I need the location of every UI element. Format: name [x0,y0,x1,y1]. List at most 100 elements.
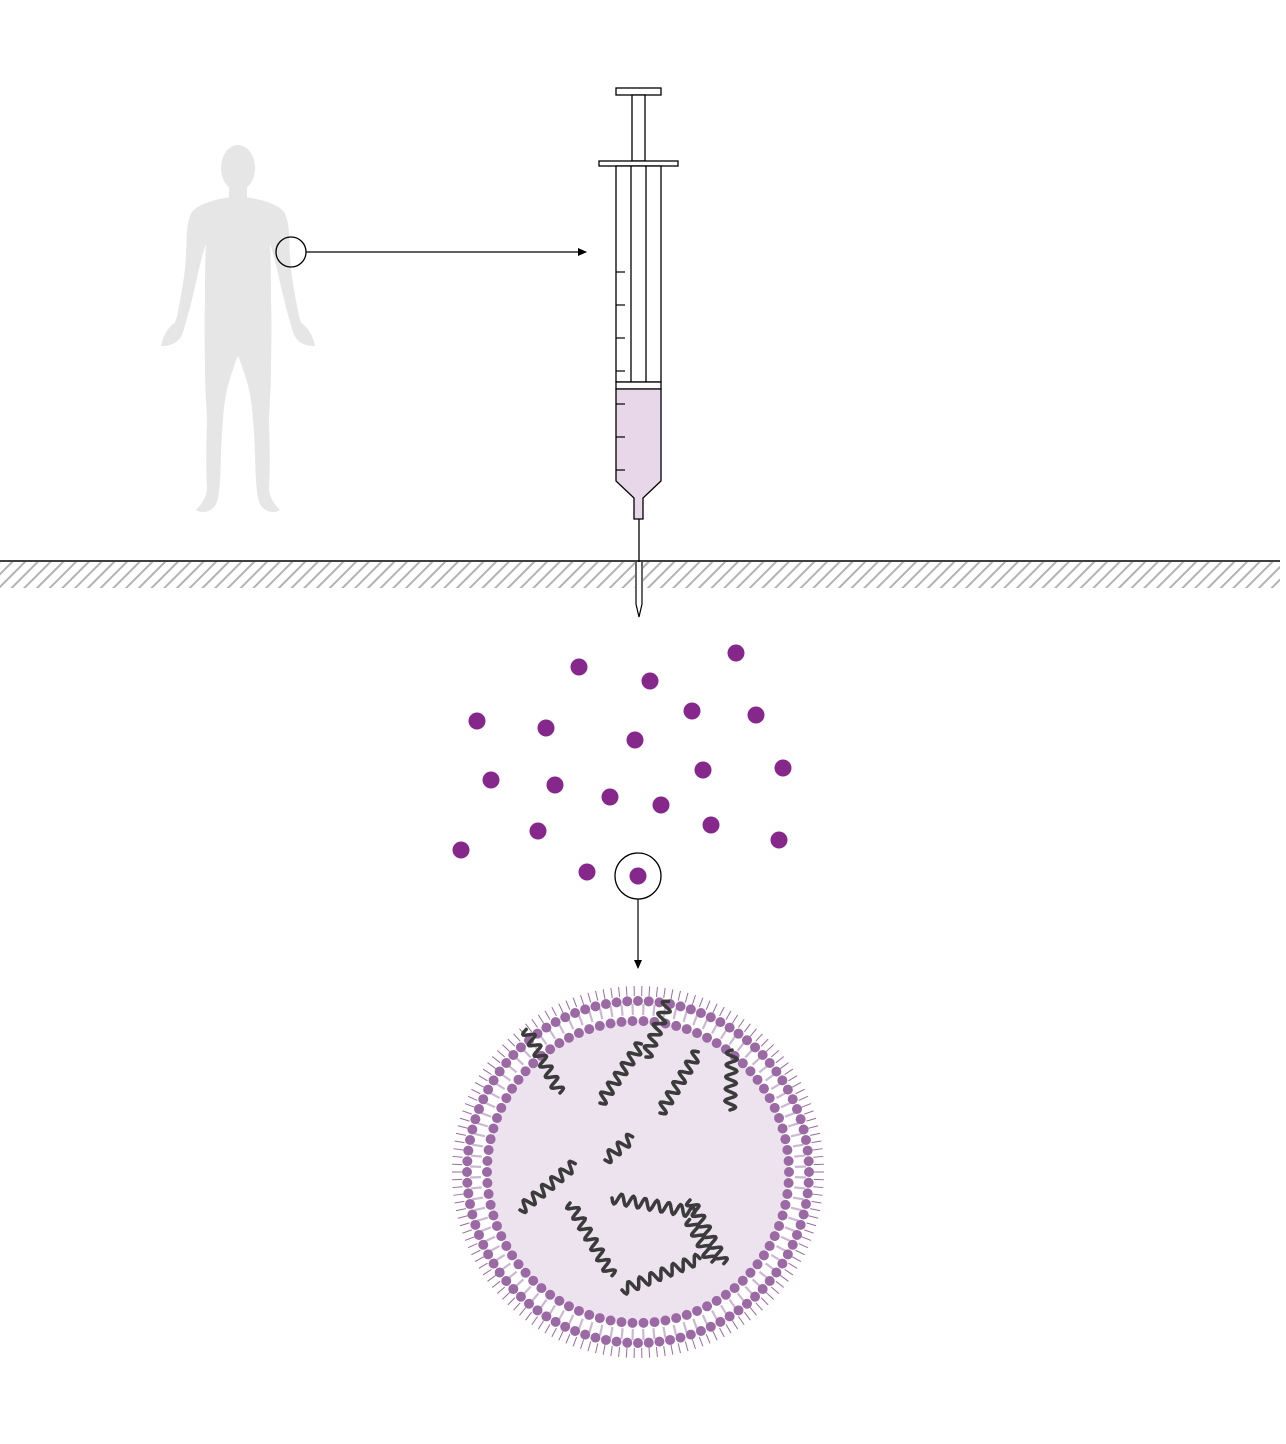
lipid-head-inner [702,1301,713,1312]
surface-spike [788,1262,798,1269]
lipid-head-inner [783,1178,794,1189]
lipid-head-inner [671,1020,682,1031]
lipid-tail [476,1216,489,1222]
surface-spike [491,1056,501,1064]
lipid-head-outer [750,1291,761,1302]
lipid-tail [701,1314,709,1326]
surface-spike [453,1148,464,1151]
lipid-head-outer [474,1229,485,1240]
lipid-head-inner [780,1199,791,1210]
particle [529,822,547,840]
lipid-head-outer [550,1316,561,1327]
lipid-head-outer [465,1134,476,1145]
surface-spike [459,1117,470,1122]
mrna-strand-icon [603,1132,635,1165]
lipid-head-inner [507,1083,518,1094]
lipid-head-inner [729,1283,740,1294]
surface-spike [791,1081,802,1088]
mrna-strand-icon [598,1041,644,1106]
surface-spike [595,990,599,1001]
lipid-head-outer [600,1334,611,1345]
surface-spike [705,1000,711,1010]
surface-spike [580,994,585,1005]
surface-spike [455,1132,466,1136]
lipid-head-outer [777,1075,788,1086]
lipid-head-outer [463,1145,474,1156]
lipid-head-inner [485,1134,496,1145]
surface-spike [454,1200,465,1204]
lipid-head-outer [733,1028,744,1039]
lipid-head-outer [611,997,622,1008]
lipid-head-outer [787,1239,798,1250]
lipid-head-outer [467,1209,478,1220]
particle [683,702,701,720]
surface-spike [572,1336,578,1347]
surface-spike [804,1229,814,1234]
lipid-head-inner [501,1093,512,1104]
lipid-head-inner [616,1317,627,1328]
lipid-head-inner [501,1240,512,1251]
surface-spike [502,1292,511,1300]
surface-spike [812,1148,823,1151]
surface-spike [698,1336,704,1347]
lipid-head-inner [573,1028,584,1039]
lipid-tail [494,1253,506,1262]
surface-spike [453,1193,464,1196]
lipid-head-outer [795,1114,806,1125]
lipid-head-inner [528,1275,539,1286]
surface-spike [719,1327,725,1338]
lipid-head-outer [483,1249,494,1260]
surface-spike [780,1275,789,1282]
particle [747,706,765,724]
mrna-strand-icon [642,999,672,1059]
surface-spike [705,1334,711,1344]
surface-spike [625,1347,628,1358]
lipid-tail [489,1091,501,1099]
lipid-head-inner [483,1145,494,1156]
lipid-tail [472,1143,484,1148]
lipid-tail [787,1122,800,1128]
surface-spike [749,1307,757,1316]
lipid-head-inner [554,1295,565,1306]
surface-spike [502,1044,511,1052]
lipid-head-inner [528,1058,539,1069]
particle [546,776,564,794]
lipid-head-inner [660,1315,671,1326]
surface-spike [551,1006,557,1017]
surface-spike [482,1268,492,1276]
mrna-strand-icon [684,1198,730,1266]
surface-spike [610,1346,613,1357]
lipid-tail [620,1004,624,1016]
surface-spike [801,1236,812,1241]
surface-spike [765,1044,774,1052]
lipid-head-inner [764,1093,775,1104]
lipid-tail [557,1023,565,1035]
lipid-tail [711,1309,719,1321]
surface-spike [806,1117,817,1122]
surface-spike [780,1062,789,1069]
lipid-head-inner [488,1123,499,1134]
lipid-tail [588,1010,594,1023]
lipid-head-outer [494,1267,505,1278]
surface-spike [454,1140,465,1144]
lipid-head-inner [774,1113,785,1124]
lipid-head-outer [541,1022,552,1033]
lipid-head-outer [633,996,643,1006]
lipid-tail [787,1216,800,1222]
surface-spike [804,1110,814,1115]
lipid-head-inner [605,1018,616,1029]
surface-spike [618,986,621,998]
surface-spike [738,1316,745,1326]
lipid-head-outer [764,1058,775,1069]
lipid-head-inner [745,1066,756,1077]
surface-spike [760,1297,769,1306]
lipid-head-outer [541,1311,552,1322]
surface-spike [602,989,606,1000]
lipid-head-outer [800,1134,811,1145]
lipid-head-outer [733,1305,744,1316]
surface-spike [744,1311,751,1321]
lipid-head-outer [560,1321,571,1332]
lipid-tail [672,1008,678,1020]
